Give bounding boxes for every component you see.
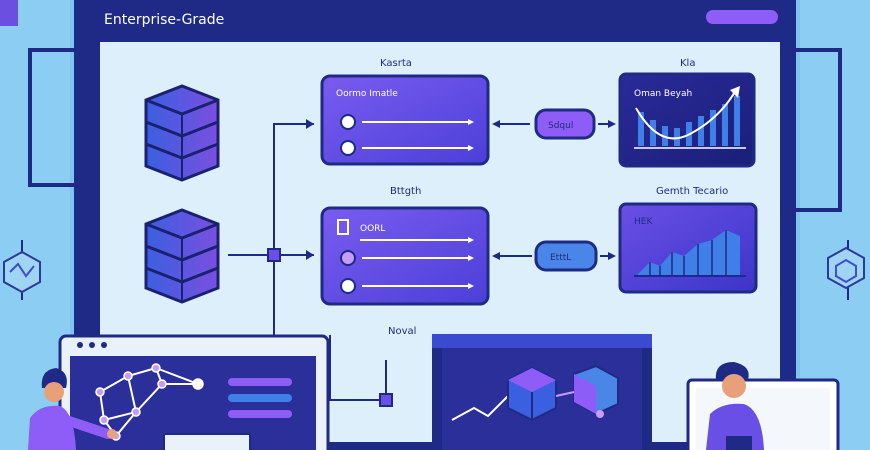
left-hexagon-icon [3, 250, 41, 294]
cube-link [555, 391, 575, 397]
list-arrow-3 [468, 237, 474, 243]
corner-square [0, 0, 18, 26]
list-arrow-5 [468, 283, 474, 289]
list-arrow-1 [468, 119, 474, 125]
connector-arrow-mid-a [492, 252, 500, 260]
cube-icon [507, 366, 557, 422]
chart-top-title: Oman Beyah [634, 89, 692, 99]
connector-arrow-top-b [608, 120, 616, 128]
monitor-left-bar-1 [228, 378, 292, 386]
label-mid-center: Bttgth [390, 186, 421, 197]
list-arrow-2 [468, 145, 474, 151]
radio-icon-1[interactable] [340, 114, 356, 130]
left-connector-line [28, 48, 74, 187]
monitor-left-box [163, 433, 251, 450]
chart-top-trend-line [635, 89, 737, 140]
connector-arrow-top-a [492, 120, 500, 128]
chart-mid-area [636, 230, 740, 276]
hexagon-cube-icon [573, 364, 619, 418]
window-control-pill[interactable] [706, 10, 778, 24]
flow-line-to-top-panel [273, 123, 314, 335]
person-right [706, 362, 764, 450]
chart-mid-title: HEK [634, 217, 653, 227]
label-top-center: Kasrta [380, 58, 412, 69]
panel-top-left [320, 74, 490, 166]
window-title: Enterprise-Grade [104, 12, 224, 28]
label-mid-right: Gemth Tecario [656, 186, 728, 197]
connector-top[interactable] [534, 108, 596, 140]
list-arrow-4 [468, 255, 474, 261]
panel-top-left-header: Oormo Imatle [336, 89, 398, 99]
radio-icon-3[interactable] [340, 250, 356, 266]
label-bottom-center: Noval [388, 326, 416, 337]
right-margin [800, 0, 870, 450]
label-top-right: Kla [680, 58, 695, 69]
junction-node-bottom [379, 393, 393, 407]
chart-top-trend-arrow [730, 86, 740, 98]
radio-icon-4[interactable] [340, 278, 356, 294]
left-hexagon-glyph [9, 262, 35, 278]
panel-mid-left-header: OORL [360, 224, 385, 234]
chart-mid-bars [649, 230, 727, 276]
junction-node [267, 248, 281, 262]
database-icon-top [144, 84, 220, 182]
flow-line-bottom [329, 335, 386, 401]
monitor-left-bar-2 [228, 394, 292, 402]
doc-icon [337, 219, 349, 235]
person-left [28, 368, 117, 450]
right-connector-line [796, 48, 842, 212]
connector-mid[interactable] [534, 240, 598, 272]
database-icon-bottom [144, 208, 220, 304]
network-graph-nodes [95, 363, 204, 441]
connector-mid-label: EtttL [550, 253, 571, 263]
connector-top-label: Sdqul [548, 121, 573, 131]
flow-arrow-top [306, 119, 314, 129]
monitor-left-bar-3 [228, 410, 292, 418]
right-hexagon-glyph [835, 258, 857, 284]
connector-arrow-mid-b [608, 252, 616, 260]
flow-arrow-mid [306, 250, 314, 260]
monitor-center-line [451, 395, 509, 421]
radio-icon-2[interactable] [340, 140, 356, 156]
panel-mid-left [320, 206, 490, 306]
right-hexagon-icon [827, 246, 865, 290]
